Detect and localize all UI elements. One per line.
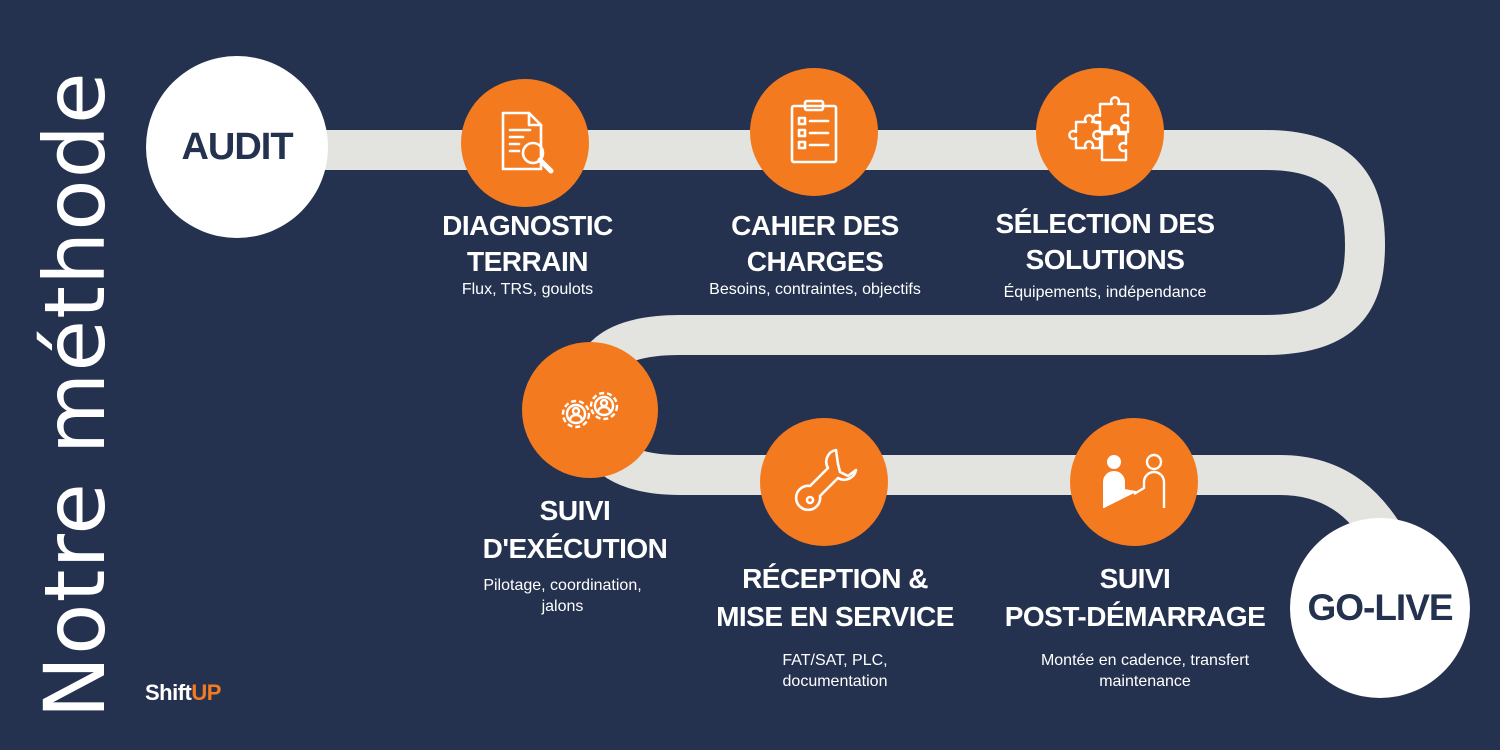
step-5-title: RÉCEPTION & MISE EN SERVICE xyxy=(716,563,954,632)
step-5-circle xyxy=(760,418,888,546)
shiftup-logo: ShiftUP xyxy=(145,680,221,706)
step-2-desc: Besoins, contraintes, objectifs xyxy=(709,281,921,298)
step-3-circle xyxy=(1036,68,1164,196)
step-4-circle xyxy=(522,342,658,478)
step-5-desc: FAT/SAT, PLC, documentation xyxy=(782,652,888,690)
clipboard-checklist-icon xyxy=(790,99,838,164)
step-3-title: SÉLECTION DES SOLUTIONS xyxy=(995,208,1215,275)
handshake-people-icon xyxy=(1103,453,1166,508)
step-2-circle xyxy=(750,68,878,196)
document-search-icon xyxy=(501,111,554,174)
step-4-title: SUIVI D'EXÉCUTION xyxy=(482,495,668,564)
step-1-desc: Flux, TRS, goulots xyxy=(461,281,594,298)
end-label: GO-LIVE xyxy=(1307,587,1453,628)
step-6-title: SUIVI POST-DÉMARRAGE xyxy=(1004,563,1266,632)
logo-accent: UP xyxy=(191,680,221,705)
step-1-title: DIAGNOSTIC TERRAIN xyxy=(442,210,613,277)
puzzle-pieces-icon xyxy=(1068,96,1130,162)
wrench-icon xyxy=(794,448,858,512)
step-4-desc: Pilotage, coordination, jalons xyxy=(483,577,642,615)
step-6-desc: Montée en cadence, transfert maintenance xyxy=(1040,652,1250,690)
start-badge-audit: AUDIT xyxy=(146,56,328,238)
start-label: AUDIT xyxy=(181,125,293,168)
page-title: Notre méthode xyxy=(26,71,124,719)
step-3-desc: Équipements, indépendance xyxy=(1003,284,1207,301)
gears-people-icon xyxy=(561,391,619,429)
step-1-circle xyxy=(461,79,589,207)
step-6-circle xyxy=(1070,418,1198,546)
logo-text: Shift xyxy=(145,680,192,705)
end-badge-go-live: GO-LIVE xyxy=(1290,518,1470,698)
step-2-title: CAHIER DES CHARGES xyxy=(731,210,899,277)
